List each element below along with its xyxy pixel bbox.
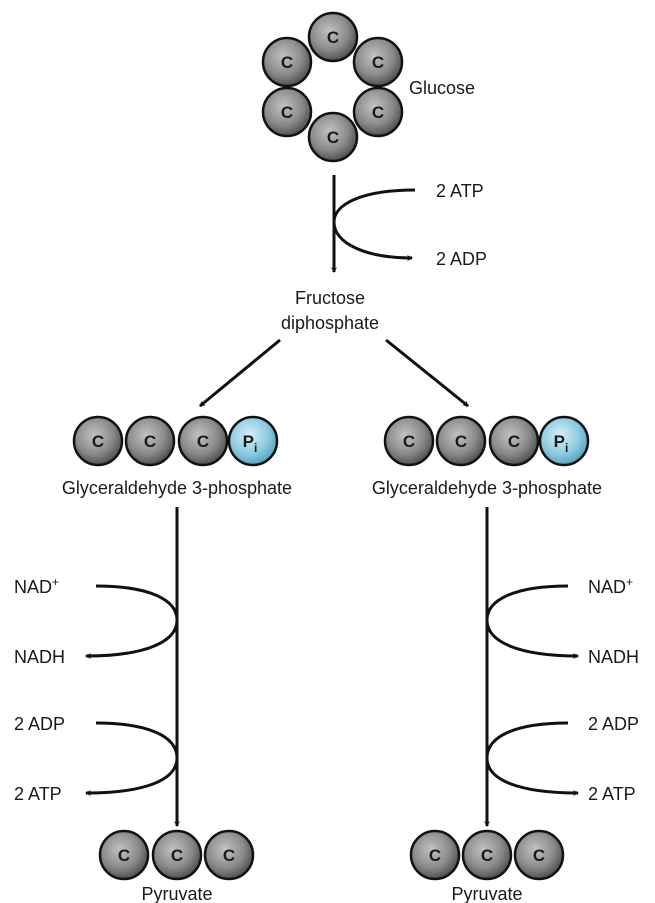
- svg-text:C: C: [372, 103, 384, 122]
- atp-label-right: 2 ATP: [588, 784, 636, 804]
- svg-text:C: C: [281, 53, 293, 72]
- nad-arrow-right: [485, 584, 579, 659]
- svg-text:Pi: Pi: [554, 432, 569, 455]
- step1-output-label: 2 ADP: [436, 249, 487, 269]
- phosphate-atom: Pi: [227, 415, 279, 467]
- g3p-label-right: Glyceraldehyde 3-phosphate: [372, 478, 602, 498]
- atp-arrow-left: [85, 721, 179, 796]
- svg-text:C: C: [281, 103, 293, 122]
- g3p-molecule-right: C C C Pi: [383, 415, 590, 467]
- svg-text:C: C: [403, 432, 415, 451]
- svg-text:C: C: [92, 432, 104, 451]
- atp-arrow-right: [485, 721, 579, 796]
- svg-text:C: C: [118, 846, 130, 865]
- carbon-atom: C: [461, 829, 513, 881]
- carbon-atom: C: [261, 36, 313, 88]
- carbon-atom: C: [513, 829, 565, 881]
- carbon-atom: C: [261, 86, 313, 138]
- nadh-label-right: NADH: [588, 647, 639, 667]
- carbon-atom: C: [488, 415, 540, 467]
- svg-text:C: C: [508, 432, 520, 451]
- svg-text:C: C: [197, 432, 209, 451]
- nad-label-right: NAD+: [588, 575, 633, 597]
- svg-text:C: C: [481, 846, 493, 865]
- nadh-label-left: NADH: [14, 647, 65, 667]
- pyruvate-label-left: Pyruvate: [141, 884, 212, 903]
- carbon-atom: C: [151, 829, 203, 881]
- carbon-atom: C: [409, 829, 461, 881]
- carbon-atom: C: [307, 111, 359, 163]
- svg-text:C: C: [327, 28, 339, 47]
- carbon-atom: C: [383, 415, 435, 467]
- split-arrow-right: [385, 338, 469, 408]
- svg-text:C: C: [372, 53, 384, 72]
- step1-input-label: 2 ATP: [436, 181, 484, 201]
- adp-label-left: 2 ADP: [14, 714, 65, 734]
- phosphate-atom: Pi: [538, 415, 590, 467]
- svg-text:C: C: [533, 846, 545, 865]
- pyruvate-molecule-left: C C C: [98, 829, 255, 881]
- pyruvate-label-right: Pyruvate: [451, 884, 522, 903]
- g3p-molecule-left: C C C Pi: [72, 415, 279, 467]
- fructose-label-line1: Fructose: [295, 288, 365, 308]
- g3p-label-left: Glyceraldehyde 3-phosphate: [62, 478, 292, 498]
- nad-arrow-left: [85, 584, 179, 659]
- carbon-atom: C: [98, 829, 150, 881]
- nad-label-left: NAD+: [14, 575, 59, 597]
- carbon-atom: C: [72, 415, 124, 467]
- atp-adp-arrow: [332, 188, 416, 261]
- carbon-atom: C: [307, 11, 359, 63]
- svg-text:C: C: [455, 432, 467, 451]
- carbon-atom: C: [435, 415, 487, 467]
- carbon-atom: C: [352, 36, 404, 88]
- carbon-atom: C: [203, 829, 255, 881]
- pyruvate-molecule-right: C C C: [409, 829, 565, 881]
- svg-text:C: C: [171, 846, 183, 865]
- svg-text:C: C: [144, 432, 156, 451]
- atp-label-left: 2 ATP: [14, 784, 62, 804]
- split-arrow-left: [199, 338, 281, 408]
- svg-text:Pi: Pi: [243, 432, 258, 455]
- adp-label-right: 2 ADP: [588, 714, 639, 734]
- glucose-label: Glucose: [409, 78, 475, 98]
- svg-text:C: C: [223, 846, 235, 865]
- carbon-atom: C: [124, 415, 176, 467]
- carbon-atom: C: [177, 415, 229, 467]
- glucose-molecule: C C C C C C: [261, 11, 404, 163]
- fructose-label-line2: diphosphate: [281, 313, 379, 333]
- svg-text:C: C: [429, 846, 441, 865]
- carbon-atom: C: [352, 86, 404, 138]
- svg-text:C: C: [327, 128, 339, 147]
